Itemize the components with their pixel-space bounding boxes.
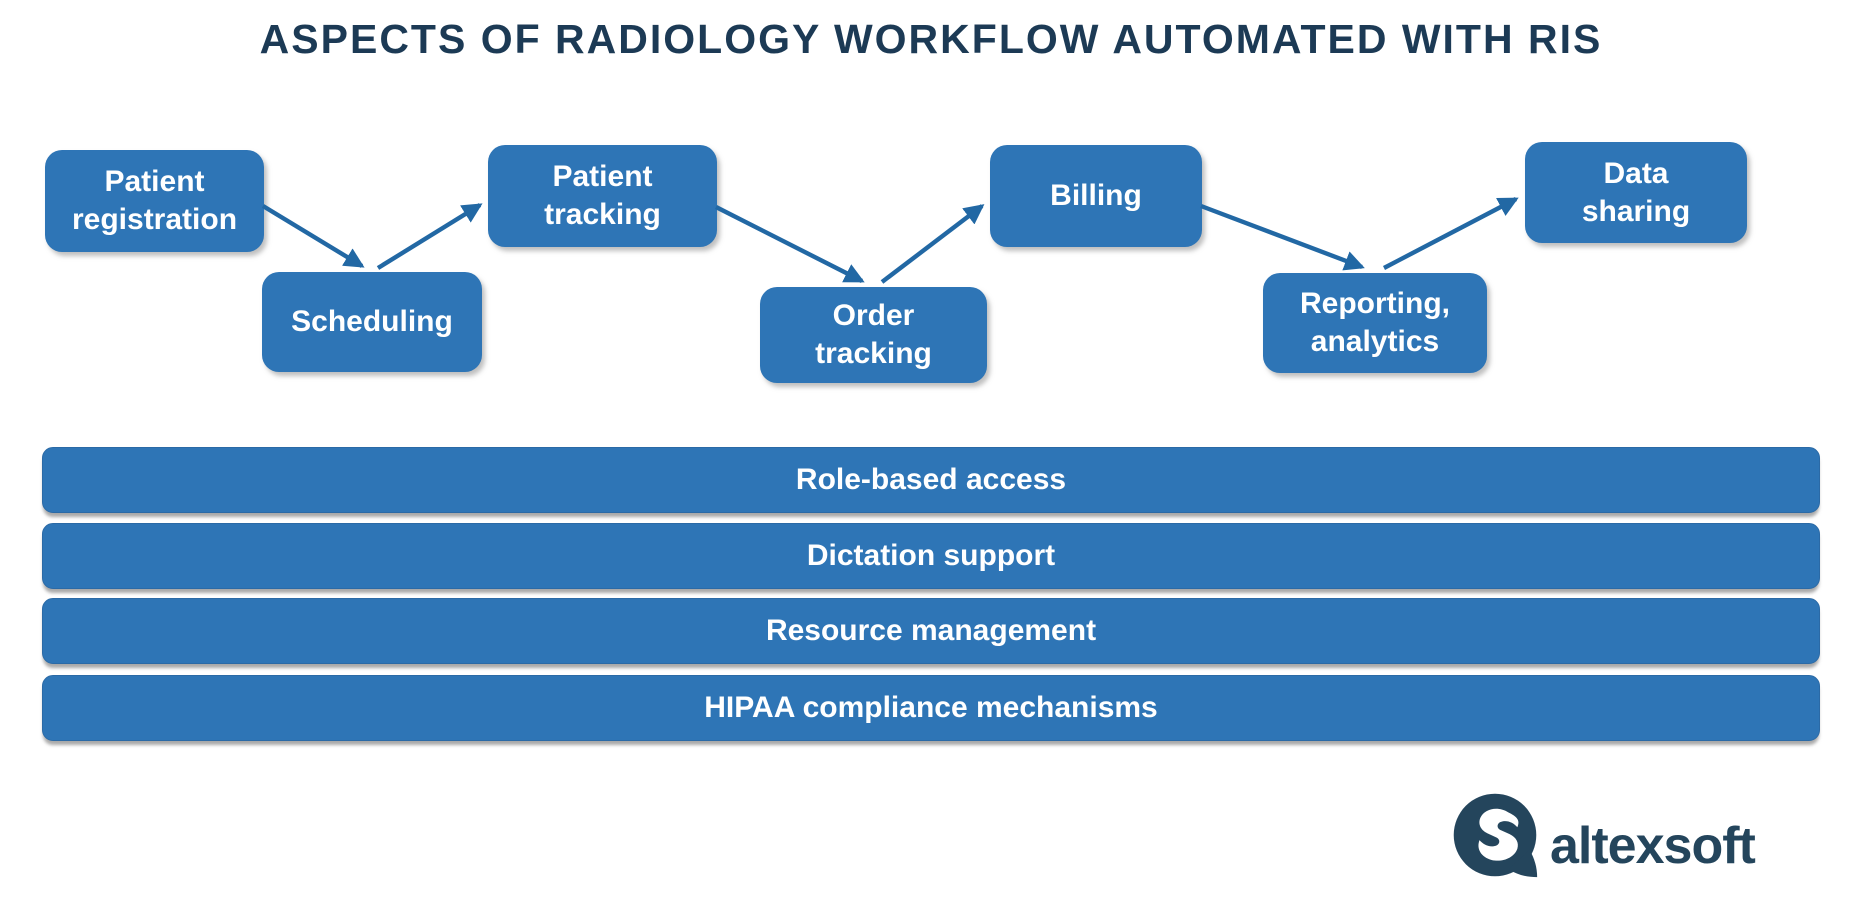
workflow-step-patient-tracking: Patient tracking bbox=[488, 145, 717, 247]
feature-bar-label: Role-based access bbox=[795, 463, 1067, 496]
feature-bar-label: Dictation support bbox=[806, 539, 1056, 572]
arrow-scheduling-to-patient-tracking bbox=[376, 203, 483, 270]
workflow-step-scheduling: Scheduling bbox=[262, 272, 482, 372]
speech-bubble-s-icon bbox=[1453, 793, 1538, 878]
arrow-patient-tracking-to-order-tracking bbox=[715, 205, 865, 283]
arrow-billing-to-reporting bbox=[1200, 203, 1365, 271]
page-title: ASPECTS OF RADIOLOGY WORKFLOW AUTOMATED … bbox=[259, 16, 1603, 62]
workflow-step-order-tracking: Order tracking bbox=[760, 287, 987, 383]
workflow-step-reporting-analytics: Reporting, analytics bbox=[1263, 273, 1487, 373]
workflow-step-billing: Billing bbox=[990, 145, 1202, 247]
arrow-registration-to-scheduling bbox=[261, 204, 365, 268]
arrow-order-tracking-to-billing bbox=[880, 204, 985, 284]
feature-bar-dictation-support: Dictation support bbox=[42, 523, 1820, 589]
feature-bar-hipaa-compliance: HIPAA compliance mechanisms bbox=[42, 675, 1820, 741]
feature-bar-label: HIPAA compliance mechanisms bbox=[704, 691, 1158, 724]
feature-bar-resource-management: Resource management bbox=[42, 598, 1820, 664]
workflow-step-data-sharing: Data sharing bbox=[1525, 142, 1747, 243]
feature-bar-role-based-access: Role-based access bbox=[42, 447, 1820, 513]
workflow-step-patient-registration: Patient registration bbox=[45, 150, 264, 252]
feature-bar-label: Resource management bbox=[765, 614, 1097, 647]
altexsoft-wordmark: altexsoft bbox=[1550, 817, 1756, 875]
arrow-reporting-to-data-sharing bbox=[1382, 197, 1519, 270]
altexsoft-logo: altexsoft bbox=[1452, 792, 1756, 878]
